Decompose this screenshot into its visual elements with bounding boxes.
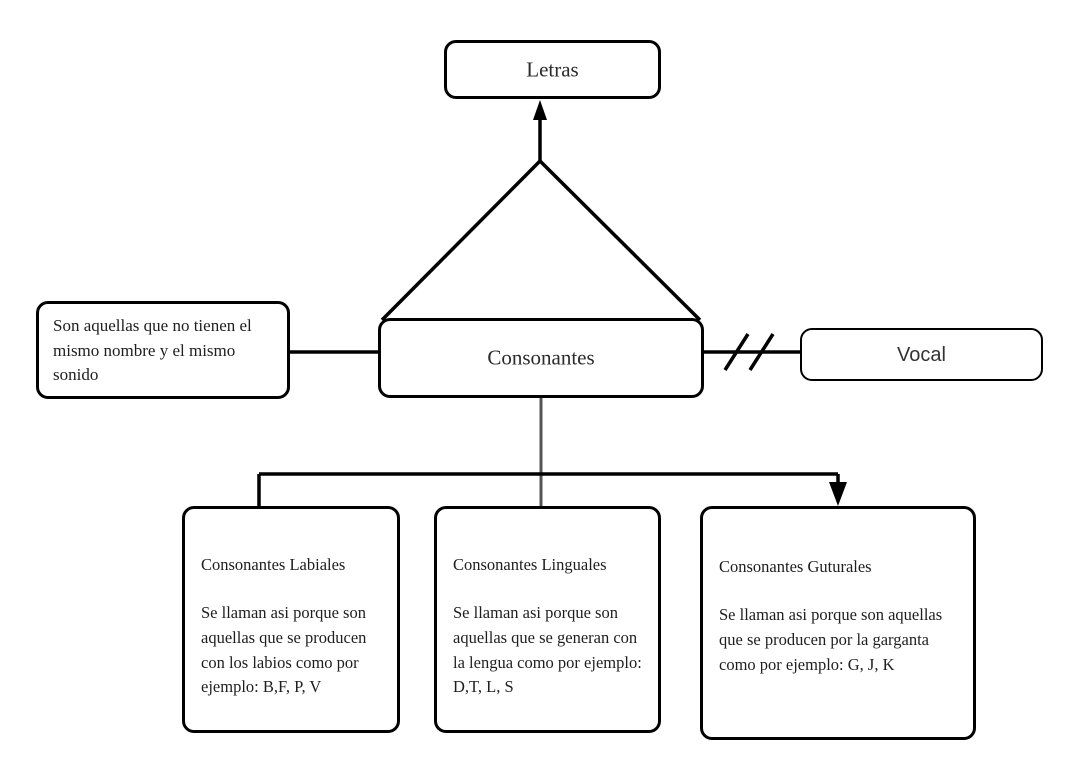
node-letras-label: Letras <box>526 56 579 81</box>
node-consonantes-labiales-body: Se llaman asi porque son aquellas que se… <box>201 603 371 697</box>
triangle-connector <box>380 158 702 322</box>
letras-arrowhead-icon <box>533 100 547 120</box>
vocal-slash-mark-2-icon <box>748 333 775 371</box>
node-consonantes-guturales[interactable]: Consonantes Guturales Se llaman asi porq… <box>700 506 976 740</box>
node-consonantes-labiales[interactable]: Consonantes Labiales Se llaman asi porqu… <box>182 506 400 733</box>
child-3-arrowhead-icon <box>829 482 847 506</box>
node-letras[interactable]: Letras <box>444 40 661 99</box>
node-consonantes[interactable]: Consonantes <box>378 318 704 398</box>
node-vocal[interactable]: Vocal <box>800 328 1043 381</box>
node-vocal-label: Vocal <box>897 343 946 366</box>
node-consonantes-linguales-heading: Consonantes Linguales <box>453 555 607 574</box>
node-consonantes-linguales[interactable]: Consonantes Linguales Se llaman asi porq… <box>434 506 661 733</box>
node-side-note-text: Son aquellas que no tienen el mismo nomb… <box>53 316 257 385</box>
node-consonantes-label: Consonantes <box>487 345 595 370</box>
node-consonantes-guturales-body: Se llaman asi porque son aquellas que se… <box>719 605 947 674</box>
vocal-slash-mark-1-icon <box>723 333 750 371</box>
node-consonantes-labiales-heading: Consonantes Labiales <box>201 555 346 574</box>
node-consonantes-guturales-heading: Consonantes Guturales <box>719 557 872 576</box>
node-consonantes-linguales-body: Se llaman asi porque son aquellas que se… <box>453 603 646 697</box>
node-side-note[interactable]: Son aquellas que no tienen el mismo nomb… <box>36 301 290 399</box>
